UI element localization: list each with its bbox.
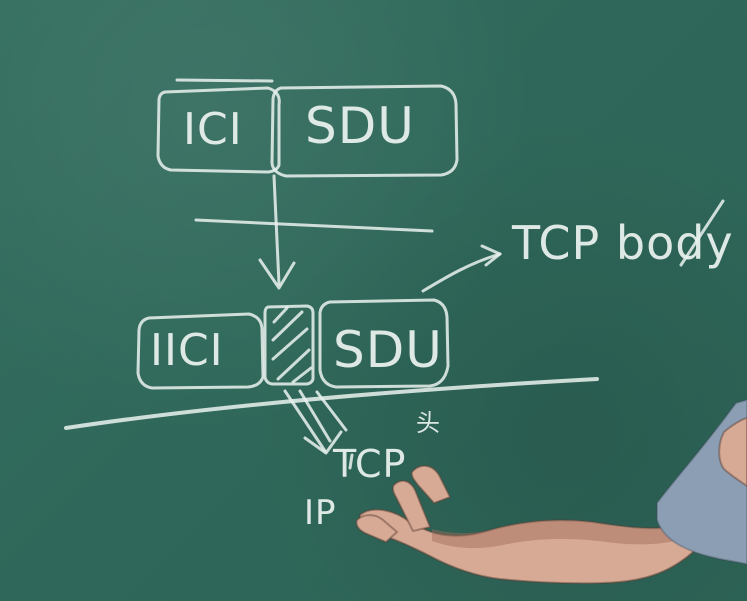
mid-left-box-label: IICI: [150, 325, 224, 376]
mid-right-box: [318, 298, 450, 389]
finger-index: [391, 479, 432, 533]
top-divider-line: [194, 218, 434, 233]
top-right-box-label: SDU: [305, 97, 415, 155]
top-connector-line: [272, 174, 281, 286]
hand-icon: [359, 508, 695, 585]
wrist-skin: [718, 416, 747, 488]
top-left-box-label: ICI: [183, 104, 243, 155]
mid-left-box: [136, 312, 265, 390]
lower-arrow-left: [283, 389, 327, 453]
tcp-ip-separator: [348, 453, 354, 470]
lower-arrow-mid: [298, 389, 332, 443]
lower-arrowhead: [303, 430, 343, 455]
tcp-body-arrowhead: [480, 244, 502, 267]
hatched-header-box: [263, 304, 315, 386]
middle-divider-line: [64, 377, 599, 430]
finger-middle: [355, 514, 399, 544]
tcp-body-slash: [679, 199, 725, 267]
mid-right-box-label: SDU: [333, 321, 443, 379]
hand-shadow: [432, 520, 688, 549]
down-arrowhead: [258, 258, 296, 290]
bottom-tcp-label: TCP: [332, 442, 406, 486]
bottom-ip-label: IP: [304, 493, 337, 533]
top-left-box-overline: [175, 78, 274, 83]
top-right-box: [270, 84, 459, 178]
finger-thumb: [410, 465, 452, 505]
lower-arrow-right: [315, 390, 348, 432]
chinese-label: 头: [416, 409, 441, 437]
top-left-box: [156, 86, 281, 174]
tcp-body-arrow-line: [421, 252, 502, 293]
tcp-body-label: TCP body: [511, 216, 734, 270]
hatch-lines: [271, 306, 313, 384]
